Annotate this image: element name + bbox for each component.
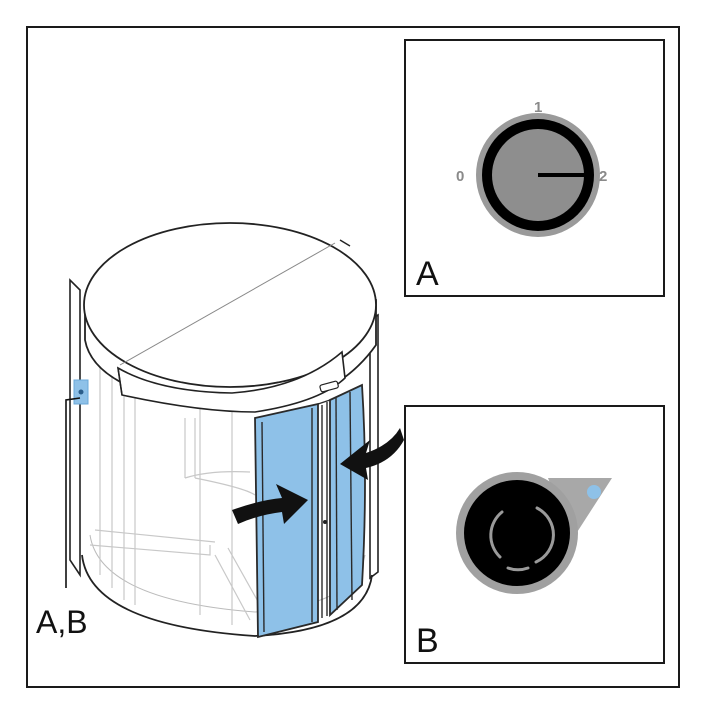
slide-arrow-left-icon [232,484,308,524]
panel-a-label: A [416,255,439,293]
canopy-top [83,222,377,388]
panel-b: B [404,405,665,664]
revolving-door-illustration [65,222,404,639]
key-switch-icon [476,113,600,237]
switch-position-2: 2 [599,168,607,185]
key-fob-indicator [587,485,601,499]
slide-arrow-right-icon [340,428,404,480]
canopy-front-plate [116,350,346,413]
callout-line [65,397,81,588]
key-card-reader-icon [456,472,612,594]
panel-b-label: B [416,622,439,660]
sliding-door-right-panel[interactable] [329,383,366,618]
switch-position-1: 1 [534,99,542,116]
canopy-sensor [319,380,339,393]
door-frame-lines [89,360,351,625]
panel-a: 0 1 2 A [404,39,665,297]
door-callout-label: A,B [36,604,88,640]
door-handle[interactable] [323,520,327,524]
switch-position-0: 0 [456,168,464,185]
right-side-post [369,313,379,580]
floor-base [81,554,373,637]
left-side-post [69,278,81,578]
